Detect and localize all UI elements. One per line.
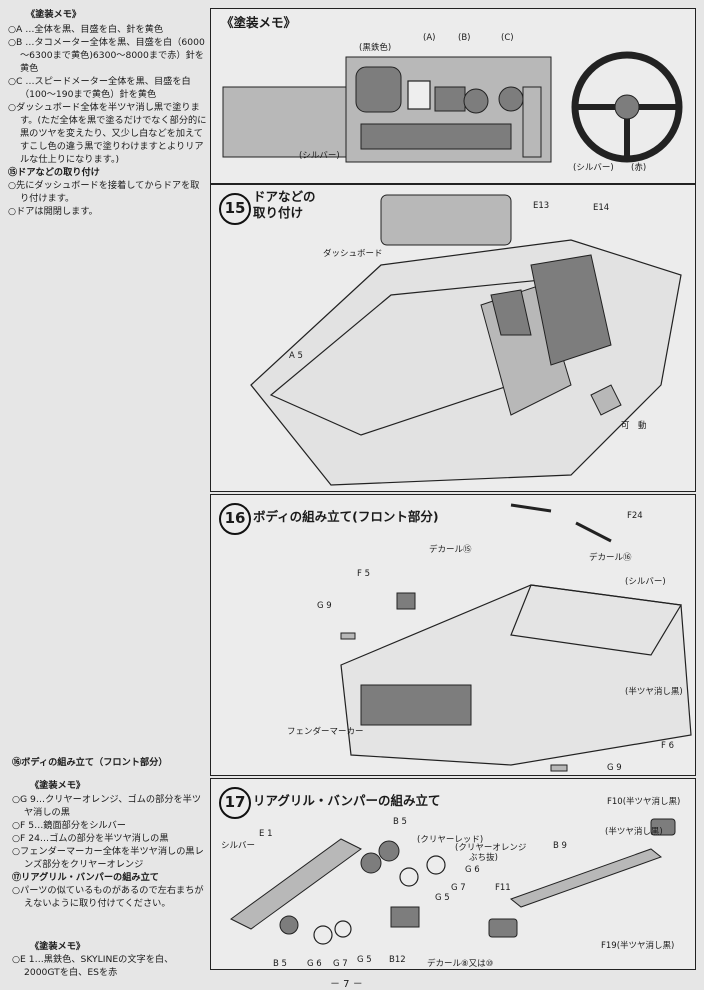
label-e13: E13: [533, 201, 550, 211]
label-clear-orange: (クリヤーオレンジ: [455, 843, 527, 853]
panel-step16: 16 ボディの組み立て(フロント部分) F24 デカール⑮ デカール⑯ (シルバ…: [210, 494, 696, 776]
label-fender-marker: フェンダーマーカー: [287, 727, 364, 737]
label-f19: F19(半ツヤ消し黒): [601, 941, 675, 951]
panel-step17: 17 リアグリル・バンパーの組み立て B 5 F10(半ツヤ消し黒) E 1 シ…: [210, 778, 696, 970]
label-g6-bottom: G 6: [307, 959, 322, 969]
step16-number: 16: [219, 503, 251, 535]
label-decal16: デカール⑯: [589, 553, 632, 563]
label-g9-bottom: G 9: [607, 763, 622, 773]
sec16-item-g9: ○G 9…クリヤーオレンジ、ゴムの部分を半ツヤ消しの黒: [12, 794, 202, 818]
label-b5-top: B 5: [393, 817, 407, 827]
step16-title: ボディの組み立て(フロント部分): [253, 509, 439, 524]
sec16-item-f24: ○F 24…ゴムの部分を半ツヤ消しの黒: [12, 833, 169, 844]
label-decal15: デカール⑮: [429, 545, 472, 555]
sec15-item-1: ○先にダッシュボードを接着してからドアを取り付けます。: [8, 180, 200, 204]
page-number: － 7 －: [330, 979, 363, 990]
step15-illustration: [250, 194, 682, 486]
step15-title-2: 取り付け: [253, 205, 304, 220]
step17-number: 17: [219, 787, 251, 819]
label-b9: B 9: [553, 841, 567, 851]
label-silver1: (シルバー): [299, 151, 340, 161]
memo1-item-b: ○B …タコメーター全体を黒、目盛を白（6000～6300まで黄色)6300～8…: [8, 37, 205, 74]
label-kado: 可 動: [621, 421, 647, 431]
sec17-title: ⑰リアグリル・バンパーの組み立て: [12, 872, 159, 883]
panel-step15: 15 ドアなどの 取り付け ダッシュボード E13 E14 A 5 可 動: [210, 184, 696, 492]
step17-illustration: [230, 818, 676, 945]
left-instructions: 《塗装メモ》 ○A …全体を黒、目盛を白、針を黄色 ○B …タコメーター全体を黒…: [8, 8, 208, 218]
sec16-item-fender: ○フェンダーマーカー全体を半ツヤ消しの黒レンズ部分をクリヤーオレンジ: [12, 846, 204, 870]
label-b12: B12: [389, 955, 406, 965]
label-red: (赤): [631, 163, 647, 173]
label-g5-bottom: G 5: [357, 955, 372, 965]
label-b5-bottom: B 5: [273, 959, 287, 969]
step17-title: リアグリル・バンパーの組み立て: [253, 793, 441, 808]
step15-number: 15: [219, 193, 251, 225]
label-f10: F10(半ツヤ消し黒): [607, 797, 681, 807]
dashboard-illustration: [222, 51, 683, 163]
step16-illustration: [340, 503, 692, 772]
label-a: (A): [423, 33, 436, 43]
sec16-item-f5: ○F 5…鏡面部分をシルバー: [12, 820, 126, 831]
sec17-item-1: ○パーツの似ているものがあるので左右まちがえないように取り付けてください。: [12, 885, 204, 909]
memo1-item-c: ○C …スピードメーター全体を黒、目盛を白（100～190まで黄色）針を黄色: [8, 76, 191, 100]
memo3-heading: 《塗装メモ》: [30, 941, 86, 952]
label-decal-8-10: デカール⑧又は⑩: [427, 959, 494, 969]
label-silver: (シルバー): [625, 577, 666, 587]
label-f5: F 5: [357, 569, 370, 579]
label-dashboard: ダッシュボード: [323, 249, 383, 259]
label-clear-red: (クリヤーレッド): [417, 835, 484, 845]
label-g7-bottom: G 7: [333, 959, 348, 969]
label-clear-orange-2: ぶち抜): [469, 853, 498, 863]
panel-memo-title: 《塗装メモ》: [221, 15, 297, 30]
sec16-memo-heading: 《塗装メモ》: [30, 780, 86, 791]
step15-title-1: ドアなどの: [253, 189, 316, 204]
label-a5: A 5: [289, 351, 303, 361]
memo3-item: ○E 1…黒鉄色、SKYLINEの文字を白、2000GTを白、ESを赤: [12, 954, 174, 978]
memo1-heading: 《塗装メモ》: [26, 9, 82, 20]
label-e14: E14: [593, 203, 610, 213]
label-hantsuya-17: (半ツヤ消し黒): [605, 827, 663, 837]
label-f24: F24: [627, 511, 643, 521]
label-b: (B): [458, 33, 471, 43]
label-hantsuya: (半ツヤ消し黒): [625, 687, 683, 697]
label-c: (C): [501, 33, 514, 43]
label-f6: F 6: [661, 741, 674, 751]
sec15-item-2: ○ドアは開閉します。: [8, 206, 98, 217]
label-g5-top: G 5: [435, 893, 450, 903]
label-f11: F11: [495, 883, 511, 893]
memo3-block: 《塗装メモ》 ○E 1…黒鉄色、SKYLINEの文字を白、2000GTを白、ES…: [12, 940, 208, 979]
label-silver: シルバー: [221, 841, 256, 851]
panel-paint-memo: 《塗装メモ》 (黒鉄色) (A) (B) (C) (シルバー) (シルバー) (…: [210, 8, 696, 184]
label-g6-top: G 6: [465, 865, 480, 875]
label-silver2: (シルバー): [573, 163, 614, 173]
label-e1: E 1: [259, 829, 273, 839]
label-g7-top: G 7: [451, 883, 466, 893]
label-kurotetsu: (黒鉄色): [359, 43, 392, 53]
memo1-item-dash: ○ダッシュボード全体を半ツヤ消し黒で塗ります。(ただ全体を黒で塗るだけでなく部分…: [8, 102, 207, 165]
memo1-item-a: ○A …全体を黒、目盛を白、針を黄色: [8, 24, 164, 35]
label-g9-top: G 9: [317, 601, 332, 611]
sec16-instructions: ⑯ボディの組み立て（フロント部分） 《塗装メモ》 ○G 9…クリヤーオレンジ、ゴ…: [12, 756, 208, 910]
sec16-title: ⑯ボディの組み立て（フロント部分）: [12, 757, 168, 768]
sec15-title: ⑮ドアなどの取り付け: [8, 167, 100, 178]
